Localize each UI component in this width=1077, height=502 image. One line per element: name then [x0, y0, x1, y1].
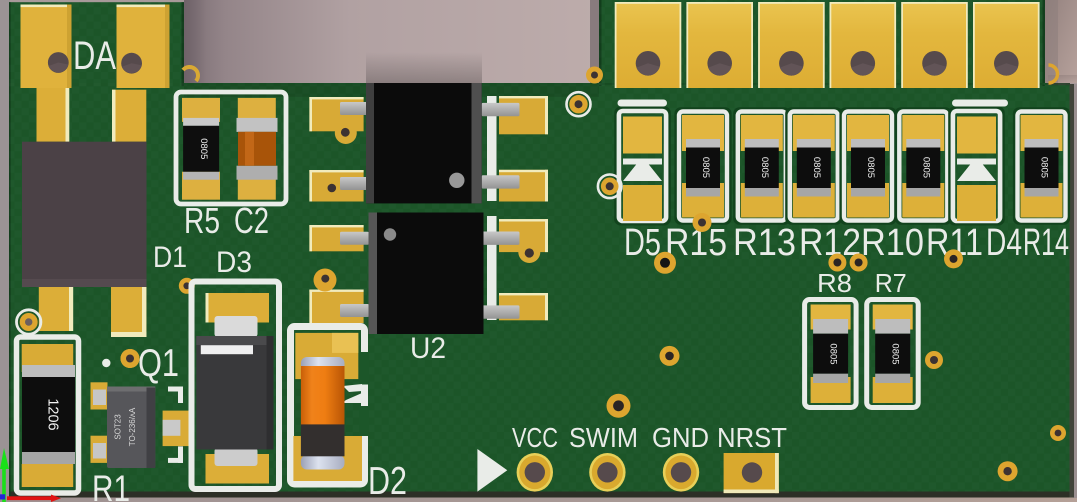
svg-text:R13: R13	[733, 222, 796, 264]
svg-text:R14: R14	[1023, 222, 1069, 264]
svg-text:DA: DA	[73, 34, 116, 78]
svg-text:D5: D5	[624, 222, 661, 264]
svg-text:0805: 0805	[700, 157, 711, 178]
svg-text:0805: 0805	[920, 157, 931, 178]
svg-text:U2: U2	[410, 332, 446, 365]
svg-text:C2: C2	[234, 200, 269, 241]
svg-text:0805: 0805	[811, 157, 822, 178]
svg-text:SWIM: SWIM	[569, 422, 638, 453]
svg-text:TO-236/ʌA: TO-236/ʌA	[128, 407, 137, 446]
svg-text:R10: R10	[861, 222, 924, 264]
svg-text:R12: R12	[799, 222, 861, 264]
svg-text:Q1: Q1	[138, 342, 179, 385]
svg-text:D1: D1	[153, 241, 187, 274]
svg-text:D3: D3	[216, 246, 252, 279]
svg-text:0805: 0805	[198, 138, 209, 159]
svg-text:R5: R5	[184, 200, 220, 241]
svg-text:R7: R7	[875, 268, 907, 298]
svg-text:1206: 1206	[45, 398, 61, 430]
svg-text:R8: R8	[817, 268, 852, 298]
svg-text:0805: 0805	[1039, 157, 1050, 178]
svg-text:D2: D2	[368, 460, 407, 502]
svg-text:R1: R1	[92, 468, 130, 502]
svg-text:SOT23: SOT23	[114, 414, 123, 440]
svg-text:GND: GND	[652, 422, 709, 453]
svg-text:NRST: NRST	[717, 422, 787, 453]
svg-text:0805: 0805	[828, 343, 839, 364]
svg-text:VCC: VCC	[512, 422, 558, 453]
svg-text:0805: 0805	[759, 157, 770, 178]
svg-text:0805: 0805	[865, 157, 876, 178]
svg-text:0805: 0805	[890, 343, 901, 364]
svg-text:D4: D4	[986, 222, 1022, 264]
